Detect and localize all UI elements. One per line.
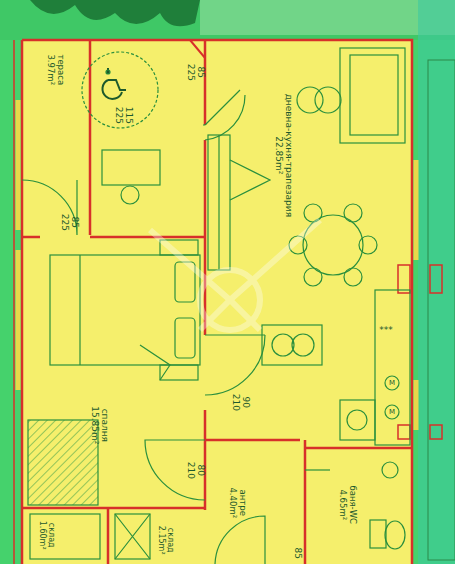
room-name: спалня: [100, 406, 110, 444]
room-area: склад2.15m²: [110, 510, 203, 562]
appliance-mark: M: [389, 408, 395, 416]
room-label: склад2.15m²: [156, 526, 174, 555]
room-name: дневна-кухня-трапезария: [284, 93, 294, 216]
room-area-value: 4.40m²: [227, 488, 237, 519]
room-label: склад1.60m²: [37, 521, 55, 550]
dimension-label: ***: [379, 325, 393, 335]
dimension-label: 80 210: [186, 460, 207, 480]
dimension-label: 85: [293, 547, 303, 558]
room-area: антре4.40m²: [207, 442, 303, 562]
room-area: спалня15.85m²: [24, 239, 203, 506]
dimension-label: 90 210: [231, 392, 252, 412]
room-area-value: 15.85m²: [90, 406, 100, 444]
room-area: склад1.60m²: [24, 510, 106, 562]
dimension-label: 115 225: [114, 105, 135, 125]
room-name: антре: [237, 488, 247, 519]
room-area: тераса3.97m²: [24, 42, 88, 235]
room-name: тераса: [55, 55, 65, 86]
room-area: дневна-кухня-трапезария22.85m²: [207, 42, 410, 438]
room-area-value: 4.65m²: [337, 486, 347, 525]
room-area-value: 2.15m²: [156, 526, 165, 555]
room-name: склад: [46, 521, 55, 550]
room-area-value: 1.60m²: [37, 521, 46, 550]
room-name: склад: [165, 526, 174, 555]
dimension-label: 85 225: [186, 62, 207, 82]
room-label: баня-WC4.65m²: [337, 486, 357, 525]
appliance-mark: M: [389, 379, 395, 387]
room-label: спалня15.85m²: [90, 406, 111, 444]
room-name: баня-WC: [347, 486, 357, 525]
room-label: тераса3.97m²: [45, 55, 65, 86]
room-area: баня-WC4.65m²: [307, 450, 410, 562]
room-area-value: 22.85m²: [274, 93, 284, 216]
room-label: антре4.40m²: [227, 488, 247, 519]
room-area-value: 3.97m²: [45, 55, 55, 86]
room-label: дневна-кухня-трапезария22.85m²: [274, 93, 295, 216]
dimension-label: 85 225: [60, 212, 81, 232]
